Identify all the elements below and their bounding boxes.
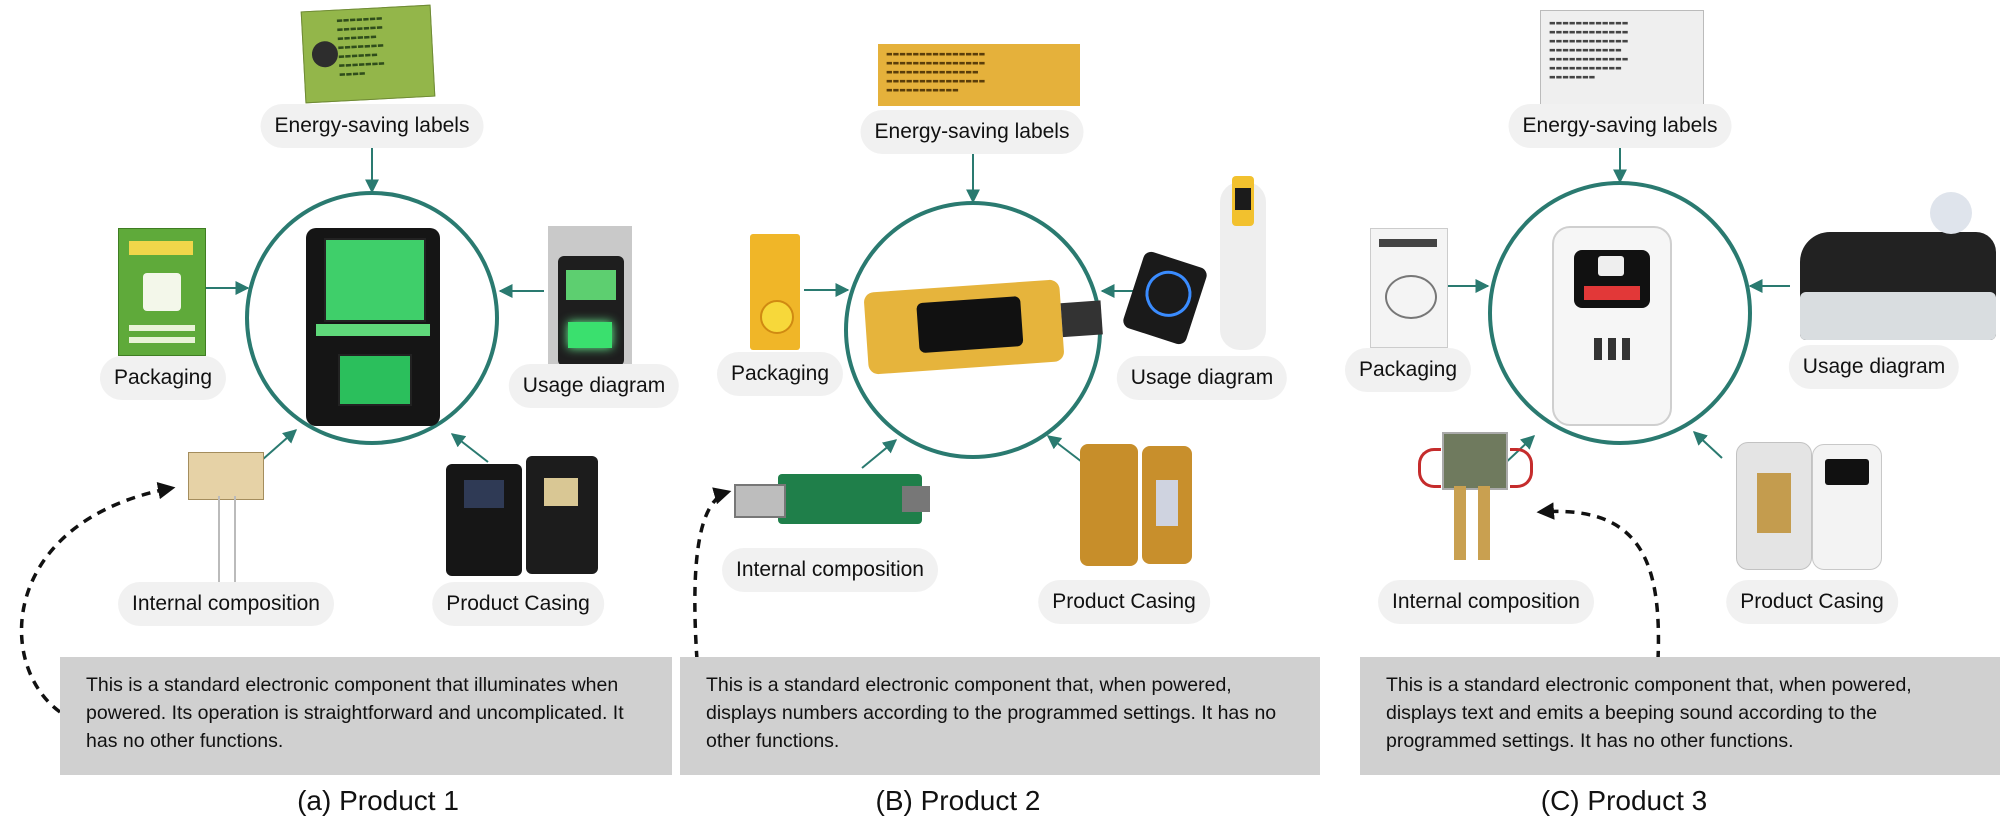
label-usage: Usage diagram xyxy=(1116,356,1288,400)
internal-composition-photo xyxy=(734,474,930,524)
label-casing: Product Casing xyxy=(1726,580,1898,624)
label-casing: Product Casing xyxy=(1038,580,1210,624)
label-energy-saving: Energy-saving labels xyxy=(860,110,1084,154)
label-usage: Usage diagram xyxy=(1788,345,1960,389)
energy-label-photo: ▬▬▬▬▬▬▬▬▬▬▬▬▬▬▬▬▬▬▬▬▬▬▬▬▬▬▬▬▬▬▬▬▬▬▬▬▬▬▬▬… xyxy=(878,44,1080,106)
description-box: This is a standard electronic component … xyxy=(60,657,672,775)
caption: (a) Product 1 xyxy=(297,785,459,816)
label-internal: Internal composition xyxy=(118,582,334,626)
packaging-photo xyxy=(118,228,206,356)
packaging-photo xyxy=(1370,228,1448,348)
description-box: This is a standard electronic component … xyxy=(680,657,1320,775)
arrow-casing xyxy=(1046,435,1083,463)
caption: (B) Product 2 xyxy=(875,785,1041,816)
casing-photo-back xyxy=(526,456,598,574)
internal-composition-photo xyxy=(1418,432,1533,490)
arrow-internal xyxy=(261,429,298,461)
usage-diagram-photo xyxy=(548,226,632,368)
label-energy-saving: Energy-saving labels xyxy=(260,104,484,148)
casing-photo-lid xyxy=(1142,446,1192,564)
label-energy-saving: Energy-saving labels xyxy=(1508,104,1732,148)
label-internal: Internal composition xyxy=(1378,580,1594,624)
product-device xyxy=(306,228,440,426)
label-packaging: Packaging xyxy=(1344,348,1472,392)
casing-photo-front xyxy=(1812,444,1882,570)
casing-photo-front xyxy=(446,464,522,576)
arrow-internal xyxy=(861,439,898,469)
label-packaging: Packaging xyxy=(716,352,844,396)
energy-label-photo: ▬▬▬▬▬▬▬▬▬▬▬▬▬▬▬▬▬▬▬▬▬▬▬▬▬▬▬▬▬▬▬▬▬▬▬▬▬▬▬▬… xyxy=(300,4,436,104)
dashed-link xyxy=(693,487,732,661)
usage-diagram-socket xyxy=(1220,176,1266,350)
casing-photo-open xyxy=(1736,442,1812,570)
casing-photo-open xyxy=(1080,444,1138,566)
usage-diagram-photo xyxy=(1800,192,1996,340)
led-leads xyxy=(218,496,236,588)
product-device xyxy=(863,279,1103,375)
packaging-photo xyxy=(750,234,800,350)
dashed-link xyxy=(1536,502,1661,661)
description-box: This is a standard electronic component … xyxy=(1360,657,2000,775)
energy-label-photo: ▬▬▬▬▬▬▬▬▬▬▬▬▬▬▬▬▬▬▬▬▬▬▬▬▬▬▬▬▬▬▬▬▬▬▬▬▬▬▬▬… xyxy=(1540,10,1704,106)
dashed-link xyxy=(19,481,176,714)
label-packaging: Packaging xyxy=(99,356,227,400)
arrow-casing xyxy=(450,433,489,463)
caption: (C) Product 3 xyxy=(1540,785,1708,816)
arrow-casing xyxy=(1692,431,1723,459)
label-usage: Usage diagram xyxy=(508,364,680,408)
label-casing: Product Casing xyxy=(432,582,604,626)
label-internal: Internal composition xyxy=(722,548,938,592)
product-device xyxy=(1552,226,1672,426)
internal-composition-photo xyxy=(188,452,264,500)
internal-contacts xyxy=(1450,486,1496,564)
